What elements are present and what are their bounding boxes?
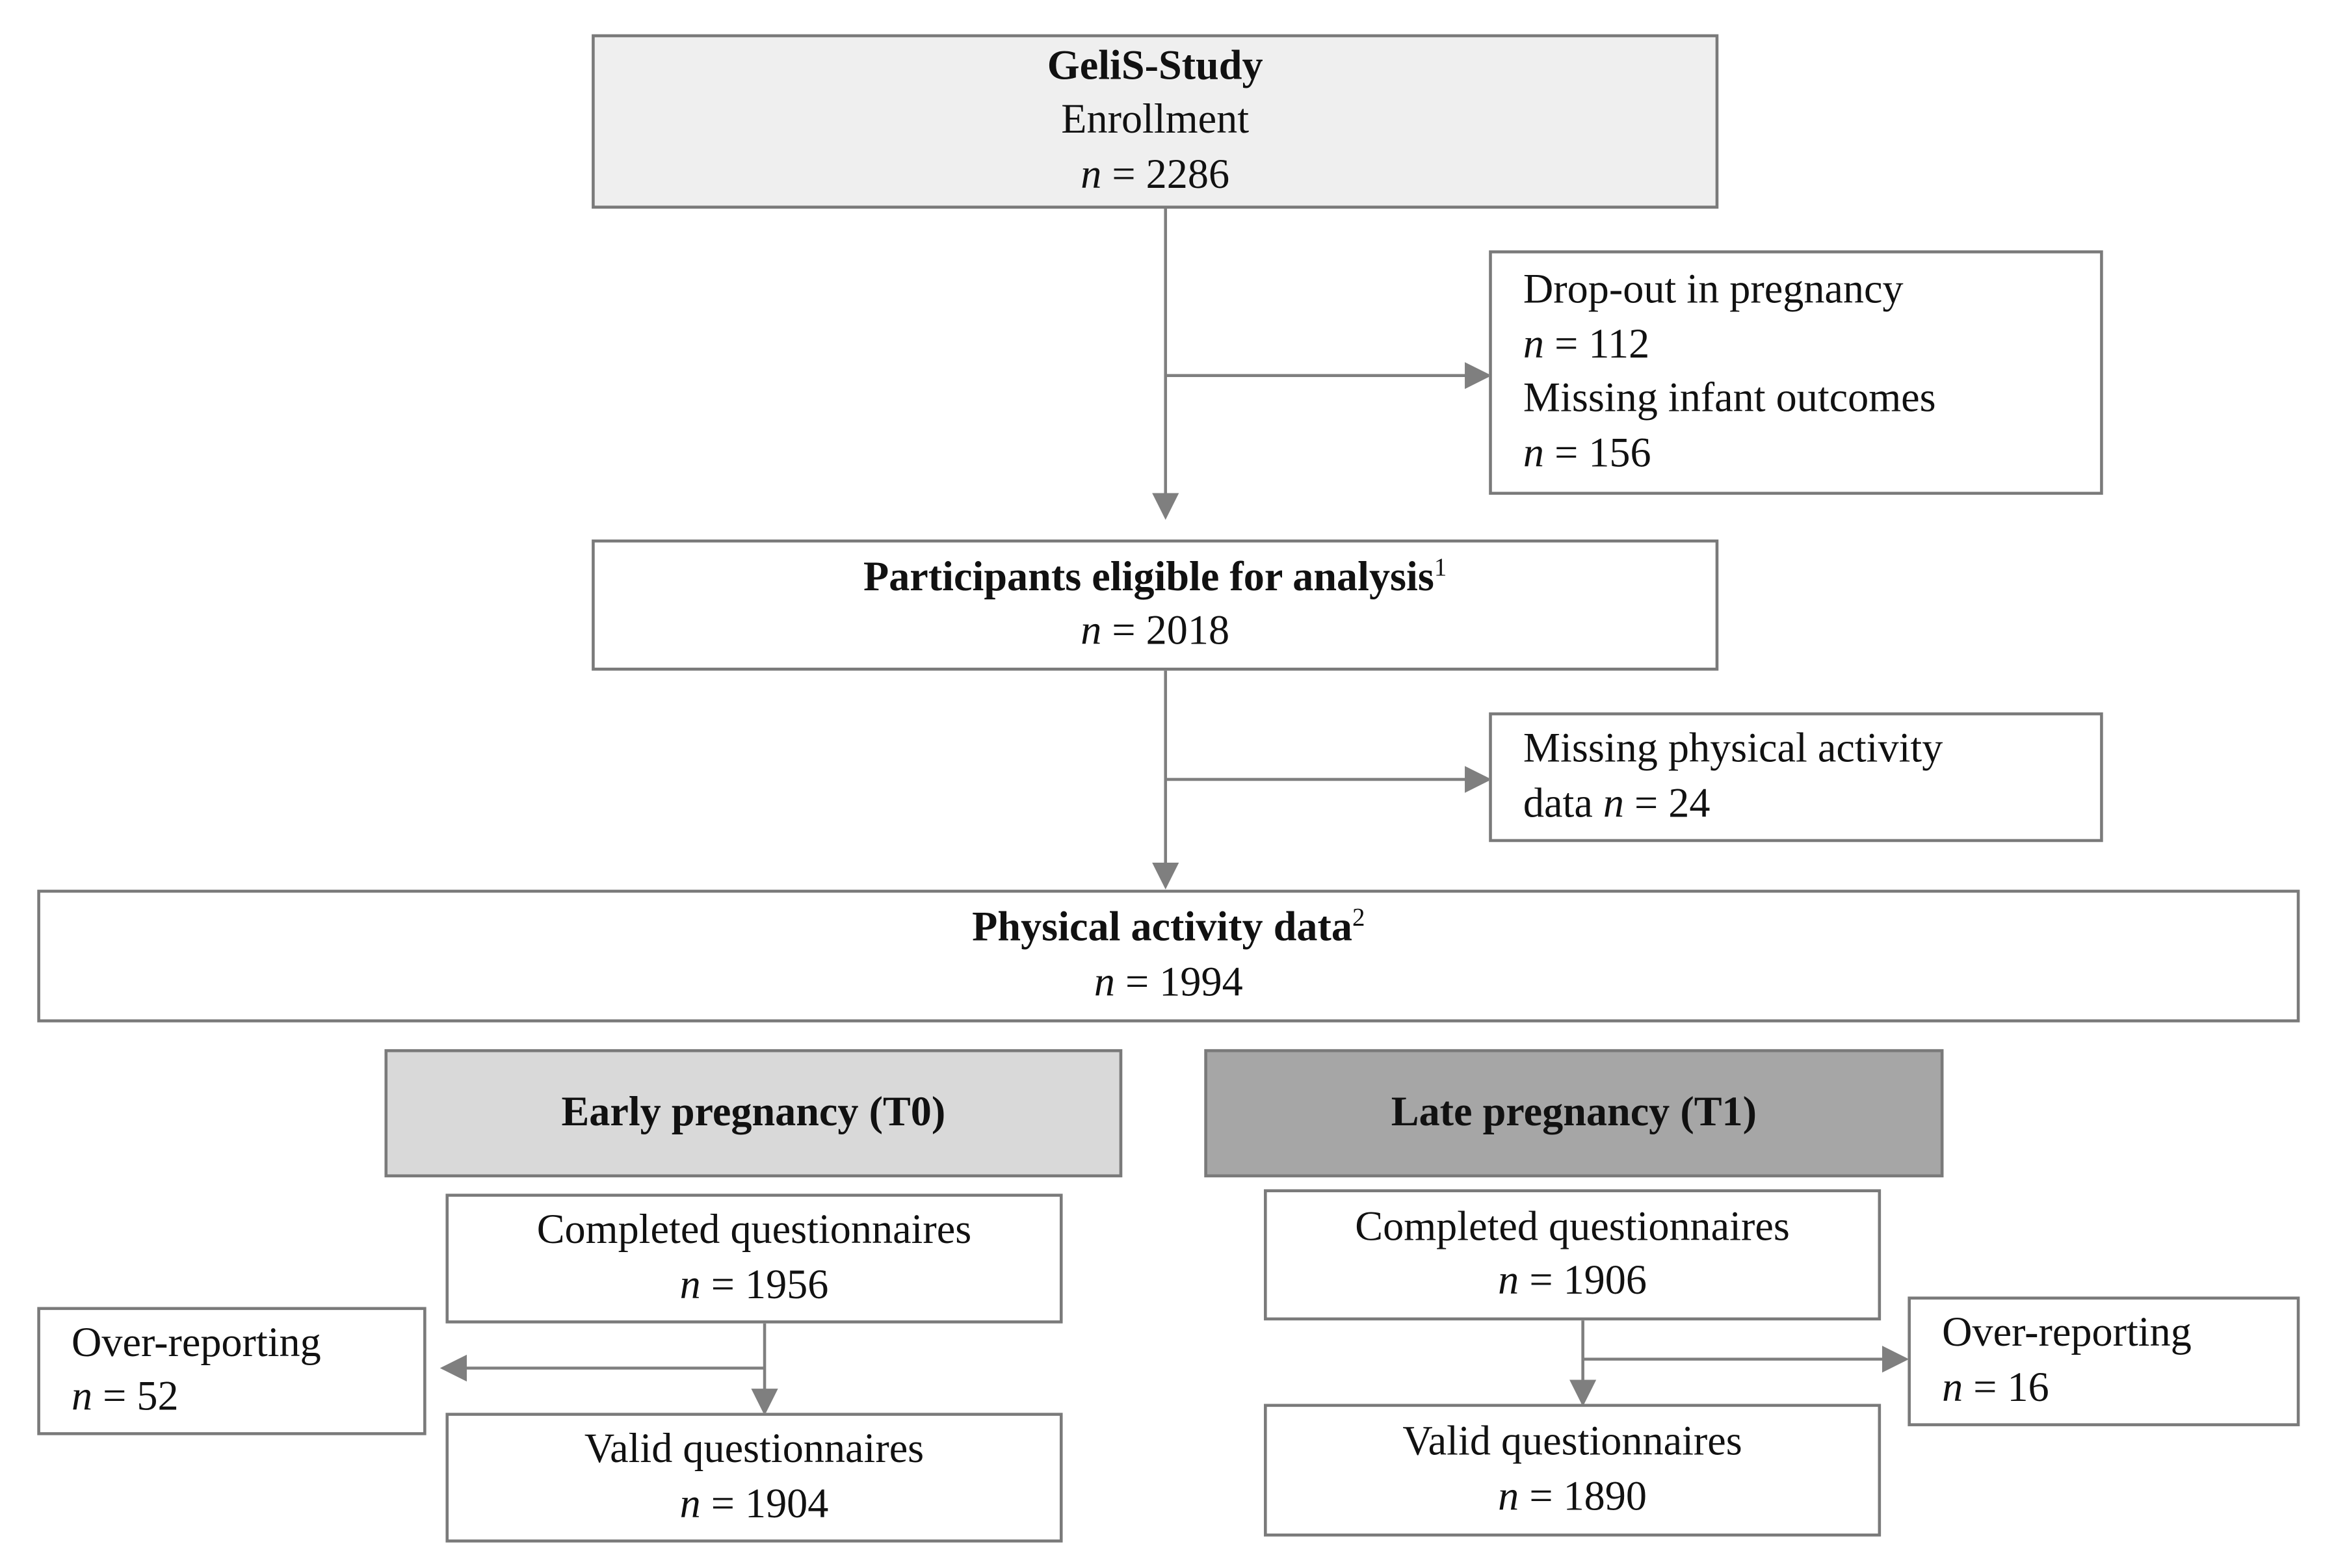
early-over-reporting-box: Over-reporting n = 52 — [37, 1307, 426, 1435]
late-valid-n-value: = 1890 — [1519, 1473, 1647, 1520]
pa-data-n-value: = 1994 — [1115, 959, 1243, 1006]
early-completed-n-symbol: n — [679, 1261, 701, 1308]
pa-data-n-symbol: n — [1094, 959, 1116, 1006]
pa-data-box: Physical activity data2 n = 1994 — [37, 889, 2300, 1023]
early-over-reporting-count: n = 52 — [72, 1371, 423, 1426]
missing-infant-label: Missing infant outcomes — [1523, 375, 1936, 422]
missing-pa-label: Missing physical activity — [1523, 725, 1943, 772]
enrollment-n-symbol: n — [1081, 151, 1102, 198]
early-valid-box: Valid questionnaires n = 1904 — [445, 1413, 1063, 1543]
late-pregnancy-header: Late pregnancy (T1) — [1204, 1049, 1944, 1178]
early-over-reporting-n-value: = 52 — [92, 1374, 179, 1420]
early-pregnancy-title: Early pregnancy (T0) — [561, 1089, 946, 1136]
missing-infant-n-symbol: n — [1523, 430, 1545, 477]
dropout-n-value: = 112 — [1544, 321, 1650, 368]
eligible-count: n = 2018 — [595, 605, 1716, 660]
late-pregnancy-title: Late pregnancy (T1) — [1391, 1089, 1757, 1136]
eligible-n-value: = 2018 — [1101, 608, 1230, 655]
late-over-reporting-box: Over-reporting n = 16 — [1908, 1296, 2300, 1426]
late-valid-count: n = 1890 — [1267, 1470, 1878, 1525]
late-valid-box: Valid questionnaires n = 1890 — [1264, 1404, 1882, 1537]
early-valid-label: Valid questionnaires — [584, 1426, 924, 1472]
enrollment-subtitle: Enrollment — [1061, 97, 1250, 144]
early-completed-box: Completed questionnaires n = 1956 — [445, 1194, 1063, 1324]
missing-infant-n-value: = 156 — [1544, 430, 1651, 477]
enrollment-box: GeliS-Study Enrollment n = 2286 — [592, 34, 1719, 209]
missing-pa-prefix: data — [1523, 780, 1603, 827]
pa-data-footnote-marker: 2 — [1352, 903, 1365, 932]
missing-pa-count: data n = 24 — [1523, 777, 2100, 832]
early-completed-count: n = 1956 — [449, 1259, 1060, 1313]
enrollment-count: n = 2286 — [595, 149, 1716, 203]
exclusion-box-2: Missing physical activity data n = 24 — [1489, 712, 2103, 843]
late-over-reporting-n-value: = 16 — [1963, 1364, 2049, 1411]
early-pregnancy-header: Early pregnancy (T0) — [384, 1049, 1123, 1178]
late-completed-label: Completed questionnaires — [1355, 1203, 1790, 1250]
eligible-box: Participants eligible for analysis1 n = … — [592, 539, 1719, 671]
late-completed-count: n = 1906 — [1267, 1255, 1878, 1309]
late-completed-n-value: = 1906 — [1519, 1257, 1647, 1304]
late-over-reporting-n-symbol: n — [1942, 1364, 1963, 1411]
late-valid-n-symbol: n — [1498, 1473, 1519, 1520]
pa-data-title-line: Physical activity data2 — [40, 902, 2297, 956]
missing-pa-n-value: = 24 — [1624, 780, 1711, 827]
early-over-reporting-label: Over-reporting — [72, 1320, 321, 1366]
early-completed-label: Completed questionnaires — [536, 1207, 972, 1253]
eligible-n-symbol: n — [1081, 608, 1102, 655]
late-valid-label: Valid questionnaires — [1402, 1418, 1742, 1465]
pa-data-title: Physical activity data — [972, 904, 1352, 951]
pa-data-count: n = 1994 — [40, 956, 2297, 1011]
early-completed-n-value: = 1956 — [700, 1261, 829, 1308]
missing-infant-count: n = 156 — [1523, 427, 2100, 482]
dropout-count: n = 112 — [1523, 318, 2100, 372]
enrollment-n-value: = 2286 — [1101, 151, 1230, 198]
early-over-reporting-n-symbol: n — [72, 1374, 93, 1420]
eligible-footnote-marker: 1 — [1434, 552, 1447, 581]
dropout-n-symbol: n — [1523, 321, 1545, 368]
late-over-reporting-count: n = 16 — [1942, 1361, 2297, 1416]
late-completed-n-symbol: n — [1498, 1257, 1519, 1304]
eligible-title: Participants eligible for analysis — [863, 553, 1434, 600]
missing-pa-n-symbol: n — [1603, 780, 1625, 827]
early-valid-n-symbol: n — [679, 1480, 701, 1527]
late-completed-box: Completed questionnaires n = 1906 — [1264, 1189, 1882, 1321]
early-valid-n-value: = 1904 — [700, 1480, 829, 1527]
dropout-label: Drop-out in pregnancy — [1523, 267, 1904, 313]
eligible-title-line: Participants eligible for analysis1 — [595, 551, 1716, 605]
early-valid-count: n = 1904 — [449, 1478, 1060, 1532]
late-over-reporting-label: Over-reporting — [1942, 1310, 2192, 1357]
enrollment-title: GeliS-Study — [1047, 42, 1263, 89]
exclusion-box-1: Drop-out in pregnancy n = 112 Missing in… — [1489, 250, 2103, 495]
